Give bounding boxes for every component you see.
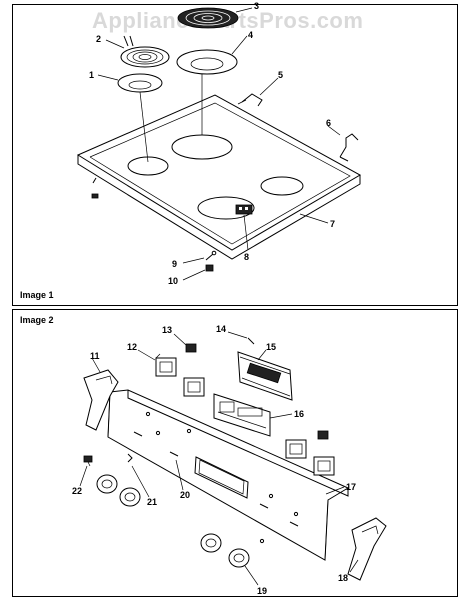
callout-11: 11 [90,351,100,361]
callout-9: 9 [172,259,177,269]
leaders-image-2 [79,331,359,586]
image-1-caption: Image 1 [20,290,54,300]
screw-14 [247,337,255,345]
callout-12: 12 [127,342,137,352]
infinite-switch [155,353,335,476]
callout-7: 7 [330,219,335,229]
drip-bowl-small [117,73,163,163]
callout-20: 20 [180,490,190,500]
electronic-control [237,351,293,401]
callout-2: 2 [96,34,101,44]
coil-element-small [120,35,170,68]
callout-18: 18 [338,573,348,583]
touch-keypad [213,393,271,437]
callout-4: 4 [248,30,253,40]
connector-22 [83,455,93,467]
image-2-frame [12,309,458,597]
callout-1: 1 [89,70,94,80]
leaders-image-1 [97,7,341,281]
backguard-assembly [107,389,350,561]
clip-10 [205,264,214,272]
screws-20 [133,431,299,527]
indicator-light [185,343,329,440]
clip-21 [127,453,133,463]
callout-15: 15 [266,342,276,352]
callout-16: 16 [294,409,304,419]
callout-21: 21 [147,497,157,507]
bracket-5 [237,93,263,107]
end-cap-left [83,369,119,431]
callout-6: 6 [326,118,331,128]
callout-17: 17 [346,482,356,492]
callout-13: 13 [162,325,172,335]
callout-8: 8 [244,252,249,262]
end-cap-right [347,517,387,581]
callout-14: 14 [216,324,226,334]
callout-10: 10 [168,276,178,286]
callouts-image-1: 1 2 3 4 5 6 7 8 9 10 [89,1,335,286]
callout-3: 3 [254,1,259,11]
callout-22: 22 [72,486,82,496]
screw-left [91,177,99,199]
control-knobs [96,474,250,568]
drip-bowl-large [176,49,238,135]
image-2-caption: Image 2 [20,315,54,325]
coil-element-large [177,7,239,29]
callout-19: 19 [257,586,267,596]
image-1-frame [12,4,458,306]
terminal-block-8 [235,204,253,215]
callouts-image-2: 11 12 13 14 15 16 17 18 19 20 21 22 [72,324,356,596]
hinge-6 [339,133,359,162]
screw-9 [205,250,217,261]
callout-5: 5 [278,70,283,80]
cooktop-assembly [76,94,362,260]
